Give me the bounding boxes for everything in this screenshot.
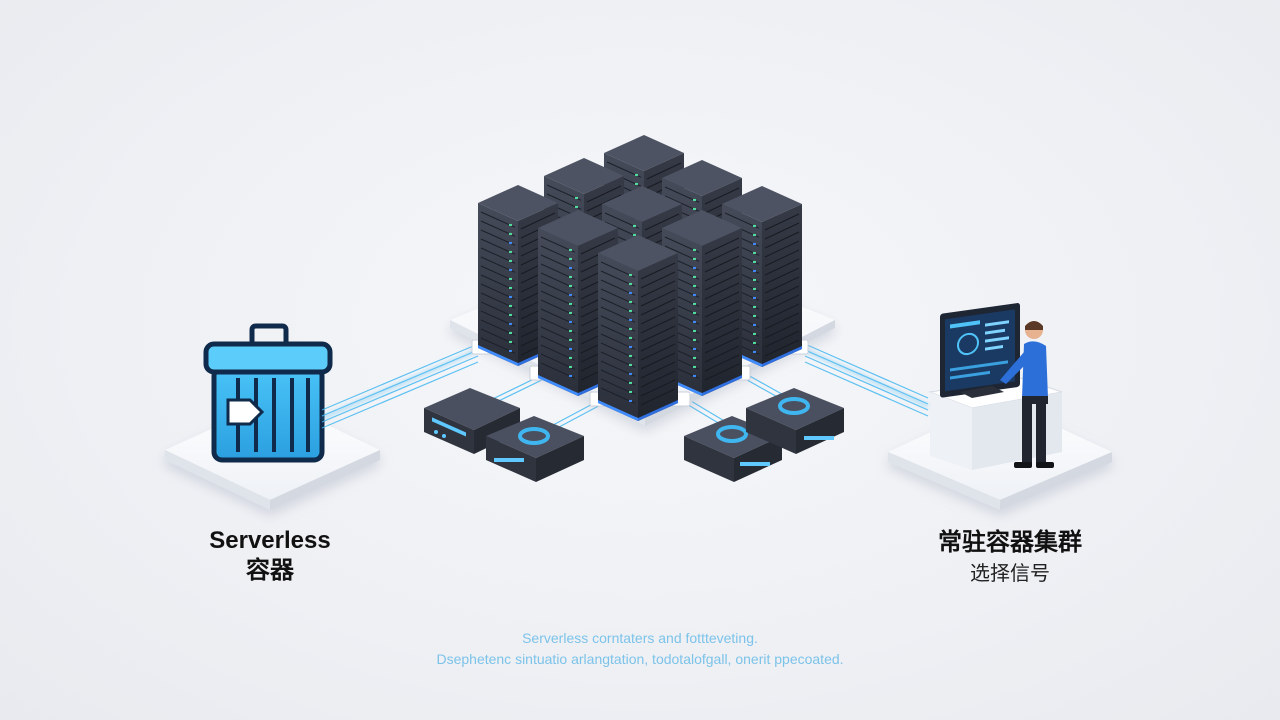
resident-cluster-title: 常驻容器集群: [938, 528, 1082, 556]
server-rack: [598, 235, 678, 421]
network-device-4: [746, 388, 844, 454]
operator-workstation-icon: [928, 303, 1063, 470]
network-device-1: [424, 388, 520, 454]
resident-cluster-label: 常驻容器集群 选择信号: [905, 526, 1115, 588]
caption: Serverless corntaters and fottteveting. …: [340, 628, 940, 670]
serverless-label: Serverless 容器: [170, 526, 370, 586]
resident-cluster-subtitle: 选择信号: [970, 561, 1050, 585]
server-cluster-icon: [478, 135, 802, 421]
container-title: 容器: [246, 557, 294, 584]
caption-line-2: Dsephetenc sintuatio arlangtation, todot…: [436, 651, 844, 667]
caption-line-1: Serverless corntaters and fottteveting.: [522, 630, 758, 646]
trash-container-icon: [203, 323, 333, 463]
network-device-2: [486, 416, 584, 482]
serverless-title: Serverless: [209, 527, 331, 554]
